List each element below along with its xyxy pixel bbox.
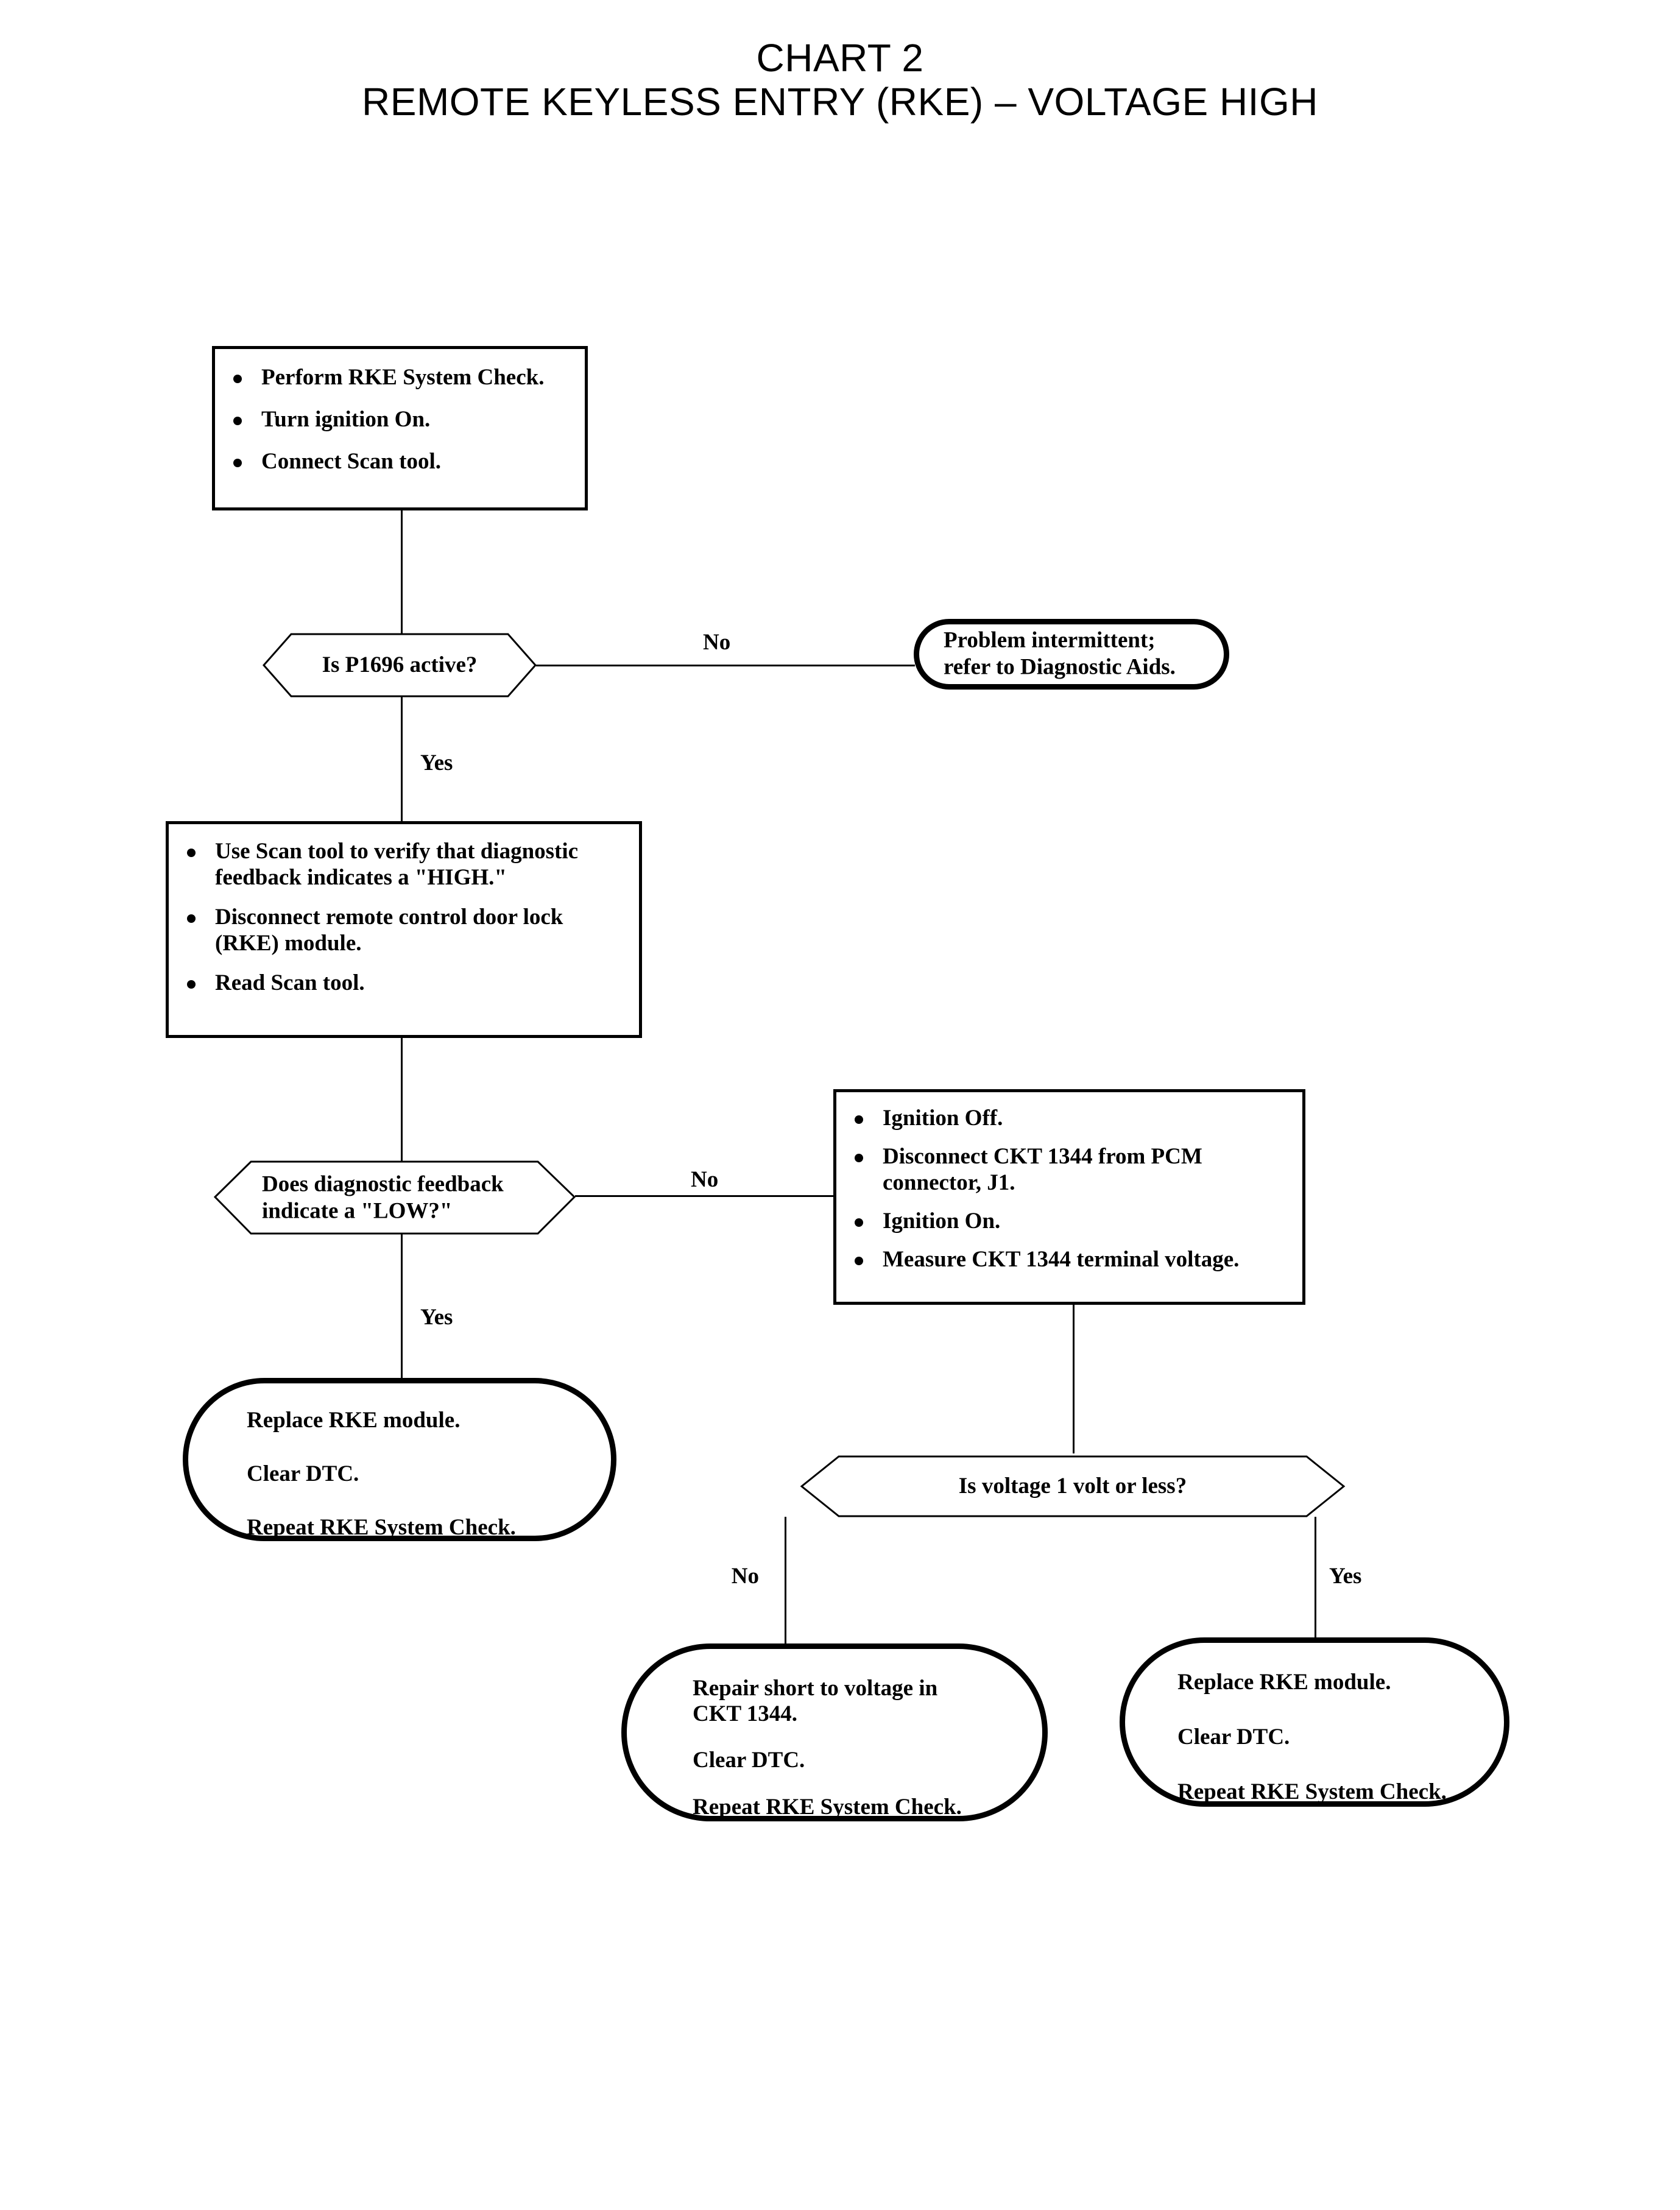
connector-decision2-yes-to-replace-left <box>401 1234 403 1378</box>
branch-label-decision2-yes: Yes <box>420 1305 453 1330</box>
terminal-repair-short-to-voltage: Repair short to voltage in CKT 1344. Cle… <box>621 1643 1048 1821</box>
terminal-lines: Repair short to voltage in CKT 1344. Cle… <box>627 1649 1042 1820</box>
process-box-verify-high-disconnect: Use Scan tool to verify that diagnostic … <box>166 821 642 1038</box>
connector-decision3-yes-to-replace-right <box>1315 1517 1316 1637</box>
branch-label-decision1-no: No <box>703 630 731 655</box>
terminal-line: Clear DTC. <box>693 1748 805 1773</box>
hexagon-shape <box>800 1455 1346 1517</box>
connector-decision3-no-to-repair-short <box>785 1517 786 1643</box>
list-item: Connect Scan tool. <box>215 449 585 475</box>
chart-title-line-2: REMOTE KEYLESS ENTRY (RKE) – VOLTAGE HIG… <box>362 80 1318 124</box>
list-item: Ignition On. <box>836 1209 1302 1235</box>
bullet-list: Ignition Off. Disconnect CKT 1344 from P… <box>836 1092 1302 1302</box>
decision-feedback-indicate-low: Does diagnostic feedback indicate a "LOW… <box>213 1160 576 1235</box>
list-item: Measure CKT 1344 terminal voltage. <box>836 1247 1302 1273</box>
connector-decision1-no-to-intermittent <box>536 665 915 666</box>
process-box-ignition-measure-voltage: Ignition Off. Disconnect CKT 1344 from P… <box>833 1089 1305 1305</box>
hexagon-shape <box>262 633 537 697</box>
connector-step3-to-decision3 <box>1073 1305 1075 1453</box>
list-item: Read Scan tool. <box>169 970 639 997</box>
decision-label: Is voltage 1 volt or less? <box>958 1474 1187 1499</box>
terminal-line: Repeat RKE System Check. <box>247 1515 516 1541</box>
terminal-lines: Replace RKE module. Clear DTC. Repeat RK… <box>1125 1643 1504 1804</box>
terminal-lines: Replace RKE module. Clear DTC. Repeat RK… <box>188 1383 611 1540</box>
branch-label-decision1-yes: Yes <box>420 750 453 775</box>
terminal-line: Repair short to voltage in CKT 1344. <box>693 1676 938 1727</box>
branch-label-decision3-yes: Yes <box>1329 1564 1362 1589</box>
list-item: Turn ignition On. <box>215 407 585 433</box>
chart-title-line-1: CHART 2 <box>756 36 924 80</box>
terminal-line: Replace RKE module. <box>247 1408 461 1433</box>
decision-label: Does diagnostic feedback indicate a "LOW… <box>262 1171 504 1223</box>
list-item: Perform RKE System Check. <box>215 365 585 391</box>
decision-label: Is P1696 active? <box>322 652 478 678</box>
decision-is-voltage-one-volt-or-less: Is voltage 1 volt or less? <box>800 1455 1346 1517</box>
branch-label-decision2-no: No <box>691 1167 719 1192</box>
branch-label-decision3-no: No <box>731 1564 759 1589</box>
connector-decision1-yes-to-step2 <box>401 696 403 822</box>
terminal-line: Replace RKE module. <box>1177 1670 1391 1695</box>
connector-step2-to-decision2 <box>401 1037 403 1172</box>
list-item: Use Scan tool to verify that diagnostic … <box>169 839 639 891</box>
list-item: Disconnect remote control door lock (RKE… <box>169 905 639 957</box>
list-item: Disconnect CKT 1344 from PCM connector, … <box>836 1144 1302 1196</box>
terminal-replace-rke-module-right: Replace RKE module. Clear DTC. Repeat RK… <box>1120 1637 1509 1807</box>
bullet-list: Perform RKE System Check. Turn ignition … <box>215 349 585 507</box>
terminal-line: Clear DTC. <box>1177 1725 1290 1750</box>
terminal-problem-intermittent: Problem intermittent; refer to Diagnosti… <box>914 619 1229 690</box>
terminal-line: Repeat RKE System Check. <box>1177 1779 1447 1805</box>
decision-is-p1696-active: Is P1696 active? <box>262 633 537 697</box>
hexagon-shape <box>213 1160 576 1235</box>
bullet-list: Use Scan tool to verify that diagnostic … <box>169 824 639 1035</box>
connector-decision2-no-to-step3 <box>575 1195 833 1197</box>
terminal-replace-rke-module-left: Replace RKE module. Clear DTC. Repeat RK… <box>183 1378 616 1541</box>
connector-step1-to-decision1 <box>401 510 403 635</box>
list-item: Ignition Off. <box>836 1106 1302 1132</box>
process-box-initial-checks: Perform RKE System Check. Turn ignition … <box>212 346 588 510</box>
terminal-line: Repeat RKE System Check. <box>693 1794 962 1820</box>
terminal-line: Clear DTC. <box>247 1461 359 1487</box>
terminal-text: Problem intermittent; refer to Diagnosti… <box>944 627 1176 680</box>
